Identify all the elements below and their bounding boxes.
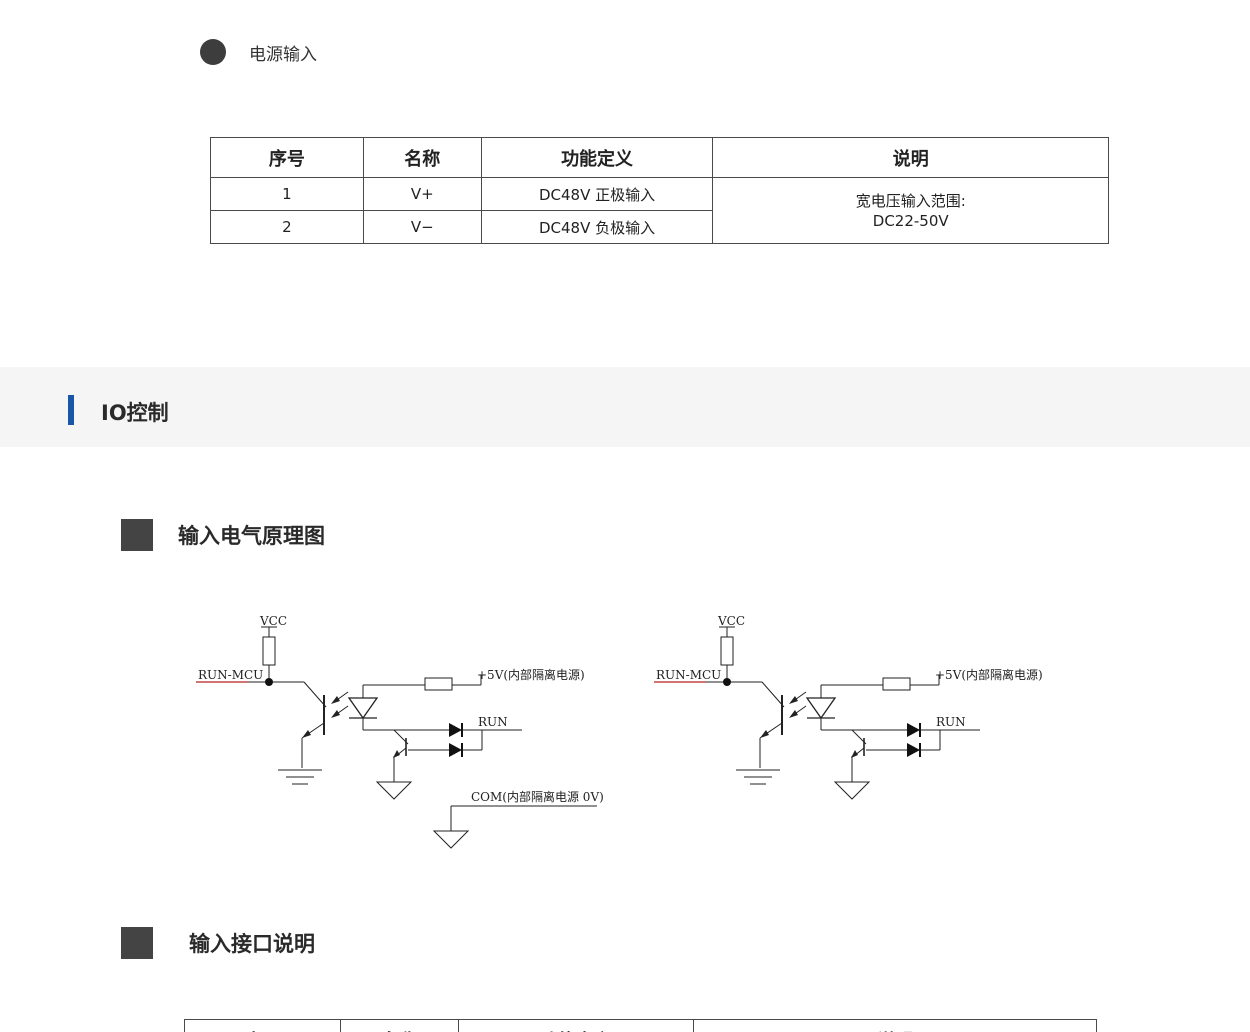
com-label: COM(内部隔离电源 0V) (471, 789, 604, 804)
interface-title: 输入接口说明 (189, 932, 315, 956)
cell-name: V− (362, 210, 482, 244)
plus5v-label: +5V(内部隔离电源) (935, 667, 1043, 682)
schematic-heading: 输入电气原理图 (121, 519, 325, 551)
note-line-1: 宽电压输入范围: (855, 191, 966, 210)
cell-function: DC48V 正极输入 (480, 177, 714, 211)
power-input-title: 电源输入 (249, 44, 317, 65)
section-accent-bar (68, 395, 74, 425)
input-schematic-diagram: VCC RUN-MCU +5V(内部隔离电源) RUN COM(内部隔离电源 0… (195, 614, 1043, 849)
run-label: RUN (936, 715, 966, 729)
header-no: 序号 (184, 1019, 341, 1032)
io-section-band: IO控制 (0, 367, 1250, 447)
table-row: 2 V− DC48V 负极输入 (210, 210, 1109, 244)
ground-symbol-icon (432, 830, 470, 849)
run-mcu-label: RUN-MCU (198, 668, 263, 682)
run-label: RUN (478, 715, 508, 729)
header-function: 功能定义 (480, 137, 714, 178)
square-bullet-icon (121, 519, 153, 551)
vcc-label: VCC (259, 614, 287, 628)
table-row: 1 V+ DC48V 正极输入 宽电压输入范围: DC22-50V (210, 177, 1109, 244)
right-circuit: VCC RUN-MCU +5V(内部隔离电源) RUN (653, 614, 1043, 800)
cell-function: DC48V 负极输入 (480, 210, 714, 244)
run-mcu-label: RUN-MCU (656, 668, 721, 682)
power-input-table: 序号 名称 功能定义 说明 1 V+ DC48V 正极输入 宽电压输入范围: D… (210, 137, 1109, 244)
cell-no: 1 (210, 177, 364, 211)
power-input-heading: 电源输入 (200, 38, 317, 66)
input-interface-table: 序号 名称 功能定义 说明 (184, 1019, 1097, 1032)
left-circuit: VCC RUN-MCU +5V(内部隔离电源) RUN COM(内部隔离电源 0… (195, 614, 604, 849)
table-header-row: 序号 名称 功能定义 说明 (184, 1019, 1097, 1032)
header-no: 序号 (210, 137, 364, 178)
header-note: 说明 (712, 137, 1109, 178)
vcc-label: VCC (717, 614, 745, 628)
cell-name: V+ (362, 177, 482, 211)
schematic-title: 输入电气原理图 (178, 524, 325, 548)
header-name: 名称 (339, 1019, 459, 1032)
cell-note: 宽电压输入范围: DC22-50V (712, 177, 1109, 244)
header-note: 说明 (693, 1019, 1097, 1032)
interface-heading: 输入接口说明 (121, 927, 315, 959)
header-function: 功能定义 (457, 1019, 695, 1032)
table-header-row: 序号 名称 功能定义 说明 (210, 137, 1109, 178)
bullet-dot-icon (200, 39, 226, 65)
io-section-title: IO控制 (101, 401, 169, 425)
square-bullet-icon (121, 927, 153, 959)
note-line-2: DC22-50V (872, 211, 949, 230)
cell-no: 2 (210, 210, 364, 244)
header-name: 名称 (362, 137, 482, 178)
plus5v-label: +5V(内部隔离电源) (477, 667, 585, 682)
